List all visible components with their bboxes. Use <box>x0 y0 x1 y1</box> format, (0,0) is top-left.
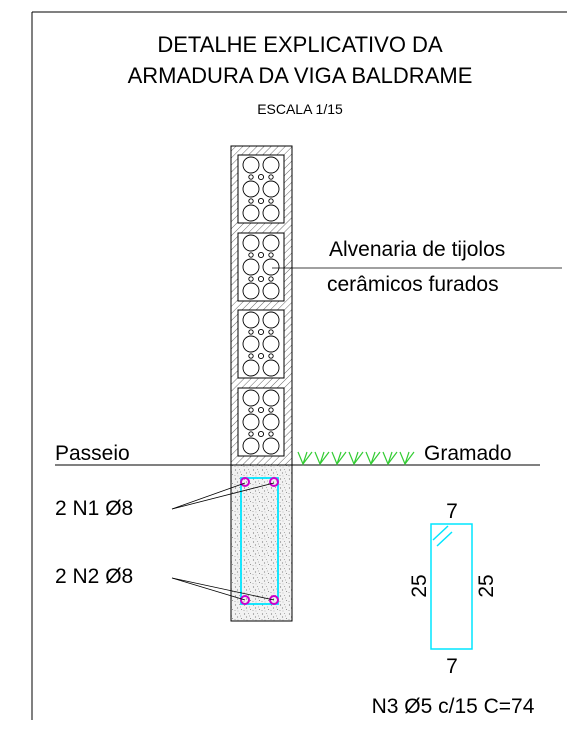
bottom-bars-label: 2 N2 Ø8 <box>55 565 133 588</box>
stirrup-detail-shape <box>430 523 473 650</box>
top-bar-right <box>269 477 279 487</box>
top-bars-leader-a <box>171 482 246 510</box>
bottom-bars-leader-b <box>171 577 275 601</box>
ceramic-brick-1 <box>237 154 285 224</box>
stirrup-hook-1 <box>432 525 449 541</box>
bottom-bars-leader-a <box>171 577 246 601</box>
stirrup-left-dimension: 25 <box>408 574 431 597</box>
title-line-2: ARMADURA DA VIGA BALDRAME <box>128 63 473 88</box>
beam-stirrup <box>240 477 279 605</box>
top-bars-label: 2 N1 Ø8 <box>55 497 133 520</box>
bottom-bar-right <box>269 595 279 605</box>
title-line-1: DETALHE EXPLICATIVO DA <box>157 32 443 57</box>
top-bars-leader-b <box>171 482 275 510</box>
top-bar-left <box>240 477 250 487</box>
ceramic-brick-3 <box>237 309 285 379</box>
stirrup-right-dimension: 25 <box>475 574 498 597</box>
stirrup-hook-2 <box>436 531 453 547</box>
ceramic-brick-4 <box>237 387 285 457</box>
bottom-bar-left <box>240 595 250 605</box>
ceramic-brick-2 <box>237 232 285 302</box>
wall-label-line-2: cerâmicos furados <box>327 273 499 296</box>
sidewalk-label: Passeio <box>55 442 130 465</box>
grass-symbol <box>297 451 415 466</box>
lawn-label: Gramado <box>424 442 512 465</box>
stirrup-bottom-dimension: 7 <box>446 655 458 678</box>
scale-label: ESCALA 1/15 <box>257 101 343 117</box>
brick-wall <box>230 145 293 466</box>
stirrup-top-dimension: 7 <box>446 500 458 523</box>
wall-label-line-1: Alvenaria de tijolos <box>329 238 505 261</box>
stirrup-specification: N3 Ø5 c/15 C=74 <box>372 695 535 718</box>
